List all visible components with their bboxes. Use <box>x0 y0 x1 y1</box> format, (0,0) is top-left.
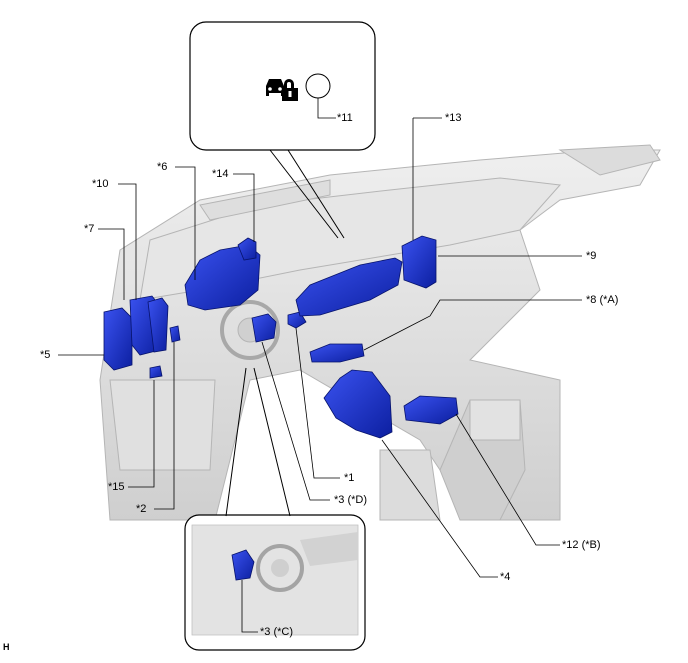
callout-14: *14 <box>212 168 229 180</box>
callout-4: *4 <box>500 571 511 583</box>
callout-1: *1 <box>344 472 355 484</box>
callout-2: *2 <box>136 503 147 515</box>
component-12 <box>403 395 459 425</box>
component-3d <box>251 313 277 343</box>
callout-9: *9 <box>586 250 597 262</box>
icon-marker-circle <box>305 73 331 99</box>
inset-top <box>189 21 376 239</box>
callout-11: *11 <box>337 112 353 124</box>
callout-5: *5 <box>40 349 51 361</box>
component-14 <box>237 237 257 261</box>
component-13 <box>295 257 403 317</box>
component-5 <box>103 307 133 371</box>
component-9 <box>401 235 437 289</box>
callout-10: *10 <box>92 178 109 190</box>
callout-12: *12 (*B) <box>562 539 601 551</box>
component-6 <box>184 244 261 311</box>
component-8 <box>309 343 365 363</box>
corner-mark: H <box>3 642 10 652</box>
callout-6: *6 <box>157 161 168 173</box>
callout-7: *7 <box>84 223 95 235</box>
component-2 <box>169 325 181 343</box>
inset-bottom <box>184 367 366 651</box>
component-4 <box>323 369 393 439</box>
callout-3c: *3 (*C) <box>260 626 294 638</box>
callout-3d: *3 (*D) <box>334 494 368 506</box>
leader-lines <box>58 117 582 633</box>
callout-15: *15 <box>108 481 125 493</box>
components <box>103 235 459 439</box>
callout-13: *13 <box>445 112 462 124</box>
car-lock-icon <box>266 79 298 101</box>
component-10 <box>147 297 169 353</box>
dashboard-backdrop <box>99 144 661 521</box>
component-3c <box>231 549 255 581</box>
callout-8: *8 (*A) <box>586 294 619 306</box>
component-15 <box>149 365 163 379</box>
